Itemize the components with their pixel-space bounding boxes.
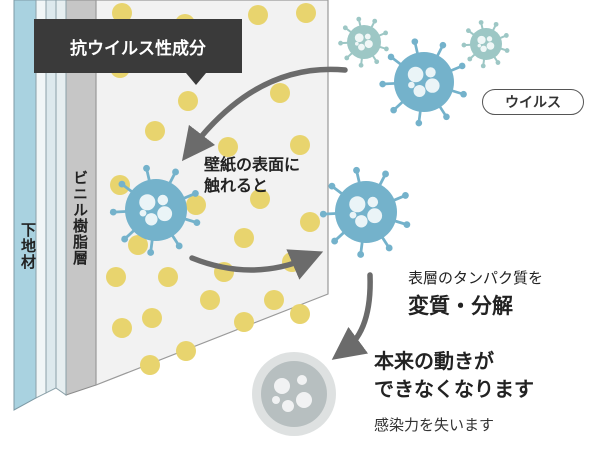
antiviral-dot [290,135,310,155]
denature-text: 変質・分解 [408,290,513,320]
antiviral-dot [178,91,198,111]
antiviral-ingredient-label: 抗ウイルス性成分 [70,34,206,59]
protein-text: 表層のタンパク質を [408,267,543,288]
antiviral-dot [145,121,165,141]
virus-faded-icon [462,20,510,68]
vinyl-layer-label: ビニル樹脂層 [70,170,91,266]
virus-denatured-icon [320,167,410,258]
main-result-line2: できなくなります [374,373,534,402]
antiviral-dot [270,83,290,103]
antiviral-dot [264,290,284,310]
antiviral-dot [248,5,268,25]
virus-label-badge: ウイルス [482,89,584,115]
antiviral-dot [176,341,196,361]
virus-approaching-icon [379,38,467,126]
antiviral-dot [290,304,310,324]
antiviral-dot [186,195,206,215]
arrow-to-inactive [345,275,370,350]
antiviral-dot [296,3,316,23]
lose-infectivity-text: 感染力を失います [374,414,494,435]
antiviral-dot [142,308,162,328]
antiviral-dot [112,318,132,338]
antiviral-dot [106,267,126,287]
antiviral-dot [158,267,178,287]
main-result-line1: 本来の動きが [374,345,494,374]
antiviral-ingredient-callout: 抗ウイルス性成分 [34,19,242,73]
antiviral-dot [140,355,160,375]
virus-inactivated-icon [252,352,336,436]
base-layer-label: 下地材 [18,222,39,270]
antiviral-dot [300,212,320,232]
antiviral-dot [234,228,254,248]
virus-label: ウイルス [505,92,561,112]
base-layer [14,0,36,410]
virus-faded-icon [338,17,389,68]
antiviral-dot [234,312,254,332]
touch-surface-text: 壁紙の表面に 触れると [204,154,300,196]
antiviral-dot [200,290,220,310]
